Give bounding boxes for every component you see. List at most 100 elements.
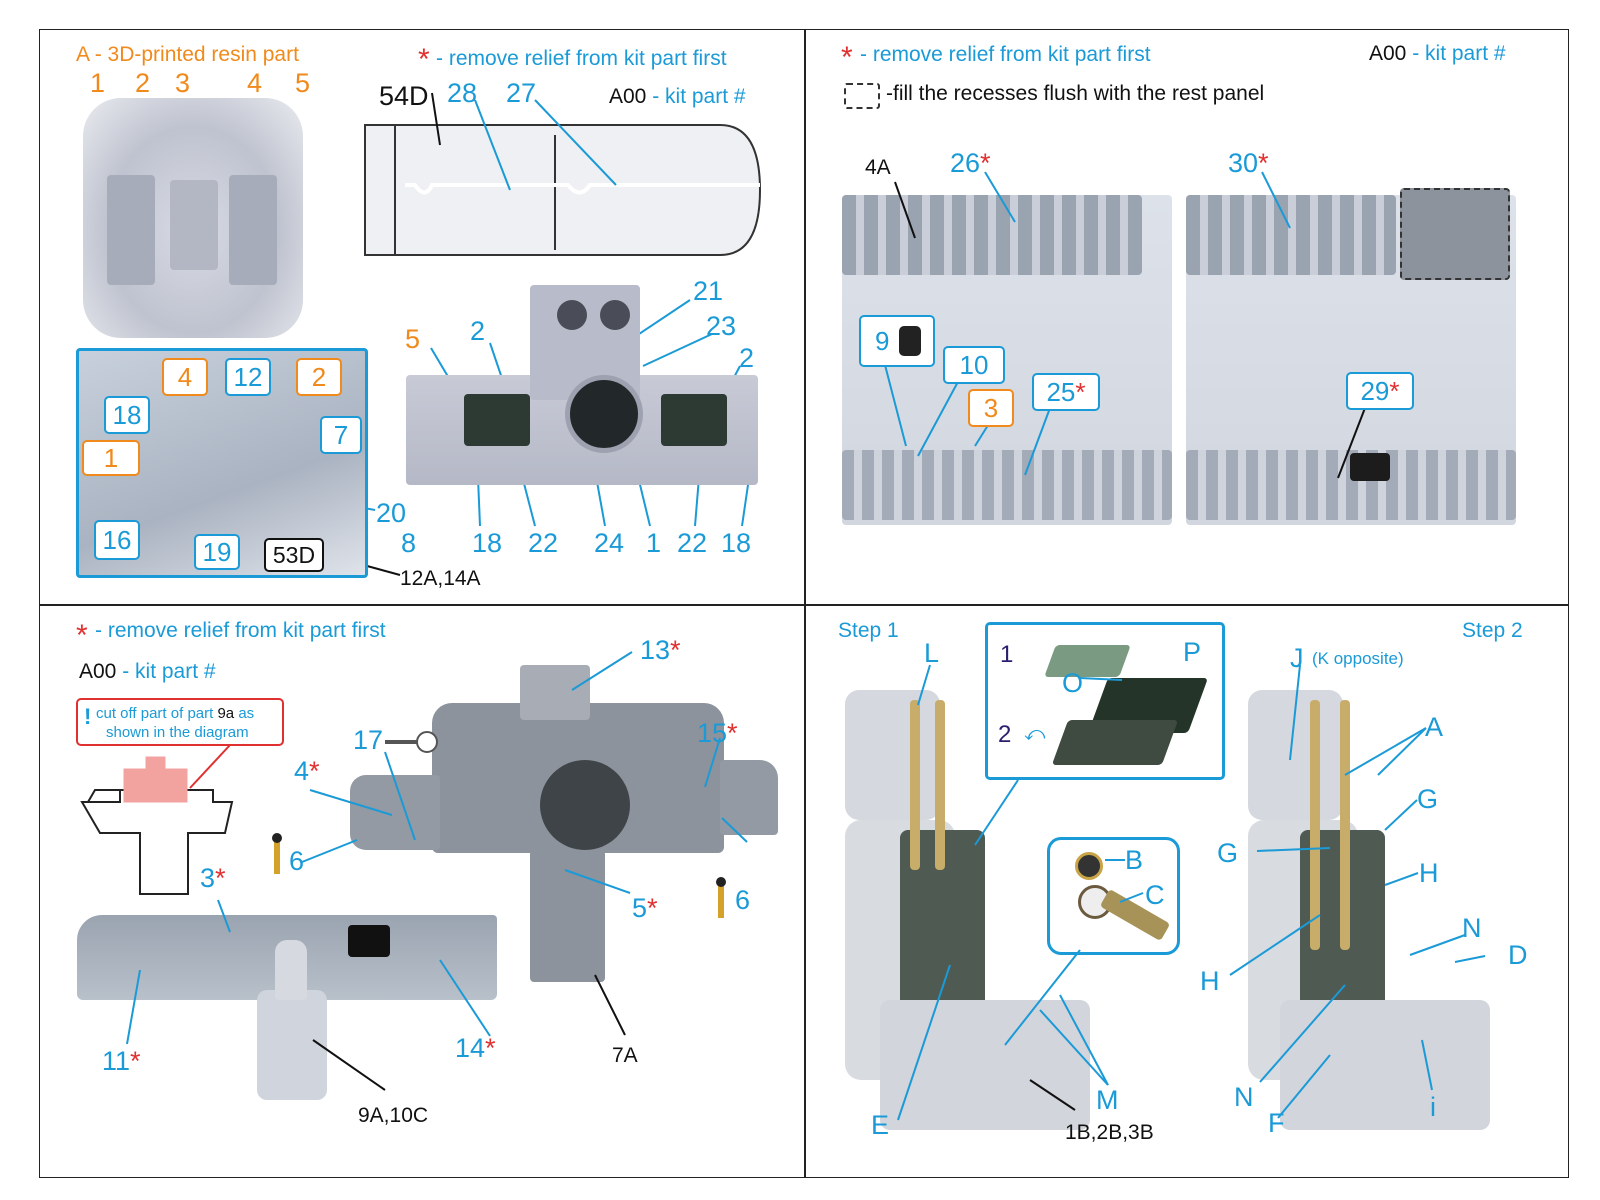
resin-part-left [107,175,155,285]
legend-kit-3: A00 - kit part # [79,660,216,683]
label-2-right: 2 [739,343,755,373]
radar-scope [565,375,643,453]
step-1-title: Step 1 [838,619,899,642]
left-wing-panel [350,775,440,850]
center-pedestal [530,850,605,982]
label-22-right: 22 [677,528,708,558]
seat-pan-step2 [1280,1000,1490,1130]
callout-19: 19 [194,534,240,570]
label-1-panel: 1 [646,528,662,558]
callout-1: 1 [82,440,140,476]
label-54d: 54D [379,81,429,111]
label-1: 1 [90,68,106,98]
label-7a: 7A [612,1044,638,1067]
note-exclamation-icon: ! [84,704,92,729]
harness-strap-left-2 [1310,700,1320,950]
callout-18: 18 [104,396,150,434]
callout-29: 29* [1346,372,1414,410]
label-22-left: 22 [528,528,559,558]
label-k-opposite: (K opposite) [1312,649,1404,668]
right-wing-panel [720,760,778,835]
harness-strap-right [935,700,945,870]
label-12a-14a: 12A,14A [400,567,481,590]
label-4: 4 [247,68,263,98]
upfront-control-panel [520,665,590,720]
callout-25: 25* [1032,373,1100,411]
label-seat-parts: 1B,2B,3B [1065,1121,1154,1144]
control-stick-grip [275,940,307,1000]
label-27: 27 [506,78,537,108]
rotate-arrow-icon: ⤺ [1024,723,1046,745]
dashed-recess-icon [844,83,880,109]
legend-resin: A - 3D-printed resin part [76,43,299,66]
label-H-right: H [1419,858,1439,888]
legend-fill-text: -fill the recesses flush with the rest p… [886,82,1265,105]
legend-star-text: - remove relief from kit part first [436,47,727,70]
legend-star-text-3: - remove relief from kit part first [95,619,386,642]
label-28: 28 [447,78,478,108]
label-A: A [1425,712,1444,742]
callout-12: 12 [225,358,271,396]
label-4a: 4A [865,156,891,179]
callout-7: 7 [320,416,362,454]
lower-panel-screen [348,925,390,957]
callout-3: 3 [968,389,1014,427]
label-3: 3* [200,863,226,893]
harness-strap-left [910,700,920,870]
label-N-right: N [1462,913,1482,943]
label-5: 5* [632,893,658,923]
star-icon: * [841,41,853,74]
recess-panel [1400,188,1510,280]
label-30: 30* [1228,148,1269,178]
harness-strap-right-2 [1340,700,1350,950]
label-D: D [1508,940,1528,970]
part-c-buckle [1078,885,1112,919]
label-5-panel: 5 [405,324,421,354]
label-O: O [1062,668,1084,698]
label-L: L [924,638,940,668]
star-icon: * [418,43,430,76]
label-E: E [871,1110,890,1140]
resin-part-right [229,175,277,285]
label-G-right: G [1417,784,1439,814]
left-console-lower-panel [842,450,1172,520]
left-console-upper-panel [842,195,1142,275]
inset-step-1: 1 [1000,641,1014,668]
resin-part-center [170,180,218,270]
label-G-left: G [1217,838,1239,868]
label-18-right: 18 [721,528,752,558]
seat-headbox-step1 [845,690,940,820]
label-14: 14* [455,1033,496,1063]
cutoff-note: ! cut off part of part 9a as shown in th… [76,698,284,746]
callout-2: 2 [296,358,342,396]
label-11: 11* [102,1046,141,1076]
label-2: 2 [135,68,151,98]
note-line-1: cut off part of part 9a as [96,705,255,722]
label-F: F [1268,1108,1285,1138]
label-2-left: 2 [470,316,486,346]
label-3: 3 [175,68,191,98]
label-17: 17 [353,725,384,755]
seat-pan-step1 [880,1000,1090,1130]
part-9-icon [899,326,922,356]
legend-star-text-2: - remove relief from kit part first [860,43,1151,66]
label-4: 4* [294,756,320,786]
star-icon: * [76,619,88,652]
label-H-left: H [1200,966,1220,996]
label-P: P [1183,637,1202,667]
quadrant-divider-horizontal [39,604,1569,606]
gauge-left [557,300,587,330]
black-panel [1350,453,1390,481]
label-N-left: N [1234,1082,1254,1112]
right-console-upper-panel [1186,195,1396,275]
label-J: J [1290,643,1304,673]
label-C: C [1145,880,1165,910]
legend-kit: A00 - kit part # [609,85,746,108]
label-i: i [1430,1092,1436,1122]
callout-4: 4 [162,358,208,396]
quadrant-divider-vertical [804,29,806,1178]
